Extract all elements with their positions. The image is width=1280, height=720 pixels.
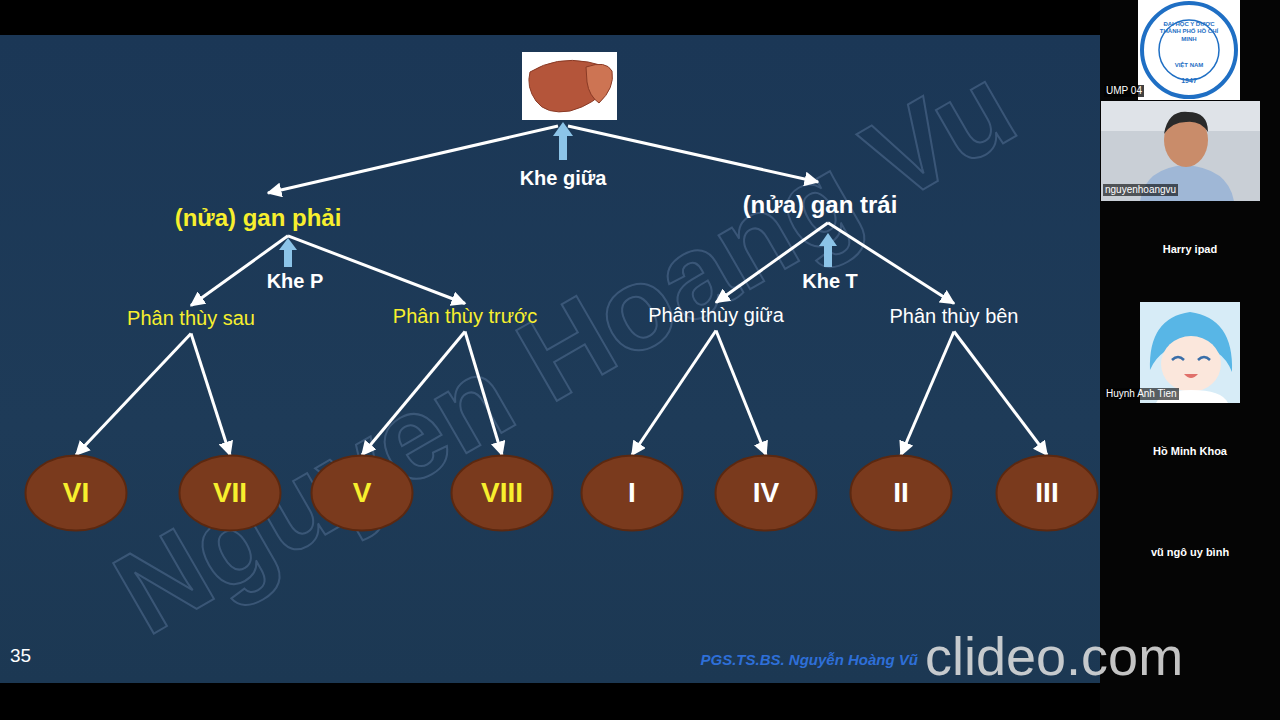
- segment-number: II: [893, 477, 909, 509]
- ellipse-outline: [851, 456, 952, 531]
- segment-number: IV: [753, 477, 779, 509]
- segment-number: I: [628, 477, 636, 509]
- segment-ellipse: II: [849, 454, 953, 532]
- lobe-name: Phân thùy bên: [890, 305, 1019, 328]
- lobe-name: (nửa) gan trái: [743, 191, 898, 219]
- fissure-arrow-shaft: [824, 244, 832, 267]
- lobe-label: Phân thùy bên: [886, 303, 1023, 330]
- lobe-name: Phân thùy trước: [393, 305, 537, 328]
- ellipse-outline: [180, 456, 281, 531]
- segment-number: V: [353, 477, 372, 509]
- segment-ellipse: III: [995, 454, 1099, 532]
- tree-arrow: [901, 332, 954, 456]
- participant-name: UMP 04: [1104, 85, 1144, 97]
- avatar-mouth: [1184, 374, 1198, 378]
- slide-number: 35: [10, 645, 31, 668]
- lobe-label: (nửa) gan phải: [171, 202, 346, 234]
- fissure-name: Khe giữa: [520, 166, 607, 190]
- segment-ellipse: VI: [24, 454, 128, 532]
- tree-arrow: [954, 332, 1047, 456]
- tree-arrow: [632, 331, 716, 456]
- lobe-name: Phân thùy giữa: [648, 304, 784, 327]
- segment-ellipse: V: [310, 454, 414, 532]
- participant-name: Harry ipad: [1163, 243, 1217, 256]
- participant-name: vũ ngô uy bình: [1151, 546, 1229, 559]
- fissure-arrow-head: [553, 122, 573, 136]
- participant-name: Hồ Minh Khoa: [1153, 445, 1227, 458]
- lobe-label: Phân thùy trước: [389, 303, 541, 330]
- ellipse-outline: [452, 456, 553, 531]
- lobe-label: Phân thùy giữa: [644, 302, 788, 329]
- liver-left-lobe: [586, 64, 612, 103]
- avatar-eyes: [1172, 357, 1210, 360]
- tree-arrow: [76, 334, 191, 456]
- lobe-label: Phân thùy sau: [123, 305, 259, 332]
- logo-text: ĐẠI HỌC Y DƯỢC THÀNH PHỐ HỒ CHÍ MINH: [1157, 21, 1221, 43]
- ellipse-outline: [997, 456, 1098, 531]
- fissure-arrow-head: [819, 233, 837, 246]
- segment-number: VI: [63, 477, 89, 509]
- segment-number: III: [1035, 477, 1058, 509]
- fissure-arrow-shaft: [284, 248, 292, 267]
- ellipse-outline: [582, 456, 683, 531]
- speaker-hair: [1164, 112, 1208, 134]
- liver-arrow-right-half: [268, 126, 558, 193]
- segment-ellipse: IV: [714, 454, 818, 532]
- participant-name: nguyenhoangvu: [1103, 184, 1178, 196]
- tree-arrow: [362, 332, 465, 456]
- ellipse-outline: [312, 456, 413, 531]
- liver-frame: [522, 52, 617, 120]
- segment-number: VII: [213, 477, 247, 509]
- fissure-name: Khe T: [802, 269, 858, 293]
- segment-ellipse: I: [580, 454, 684, 532]
- video-tile: [1101, 101, 1260, 201]
- lobe-name: (nửa) gan phải: [175, 204, 342, 232]
- logo-ring: [1142, 3, 1236, 97]
- fissure-arrow-shaft: [559, 134, 567, 160]
- author-credit: PGS.TS.BS. Nguyễn Hoàng Vũ: [700, 651, 918, 669]
- logo-text: VIỆT NAM: [1175, 62, 1204, 69]
- ellipse-outline: [716, 456, 817, 531]
- tree-arrow: [465, 332, 502, 456]
- fissure-name: Khe P: [267, 269, 324, 293]
- tree-arrow: [191, 334, 230, 456]
- segment-ellipse: VIII: [450, 454, 554, 532]
- tree-arrow: [288, 236, 465, 304]
- video-watermark: clideo.com: [925, 624, 1183, 689]
- logo-year: 1947: [1181, 77, 1197, 85]
- lobe-label: (nửa) gan trái: [739, 189, 902, 221]
- participant-name: Huynh Anh Tien: [1104, 388, 1179, 400]
- avatar-face: [1161, 336, 1221, 392]
- segment-ellipse: VII: [178, 454, 282, 532]
- tree-arrow: [716, 331, 766, 456]
- segment-number: VIII: [481, 477, 523, 509]
- logo-tile: [1138, 0, 1240, 100]
- ellipse-outline: [26, 456, 127, 531]
- lobe-name: Phân thùy sau: [127, 307, 255, 330]
